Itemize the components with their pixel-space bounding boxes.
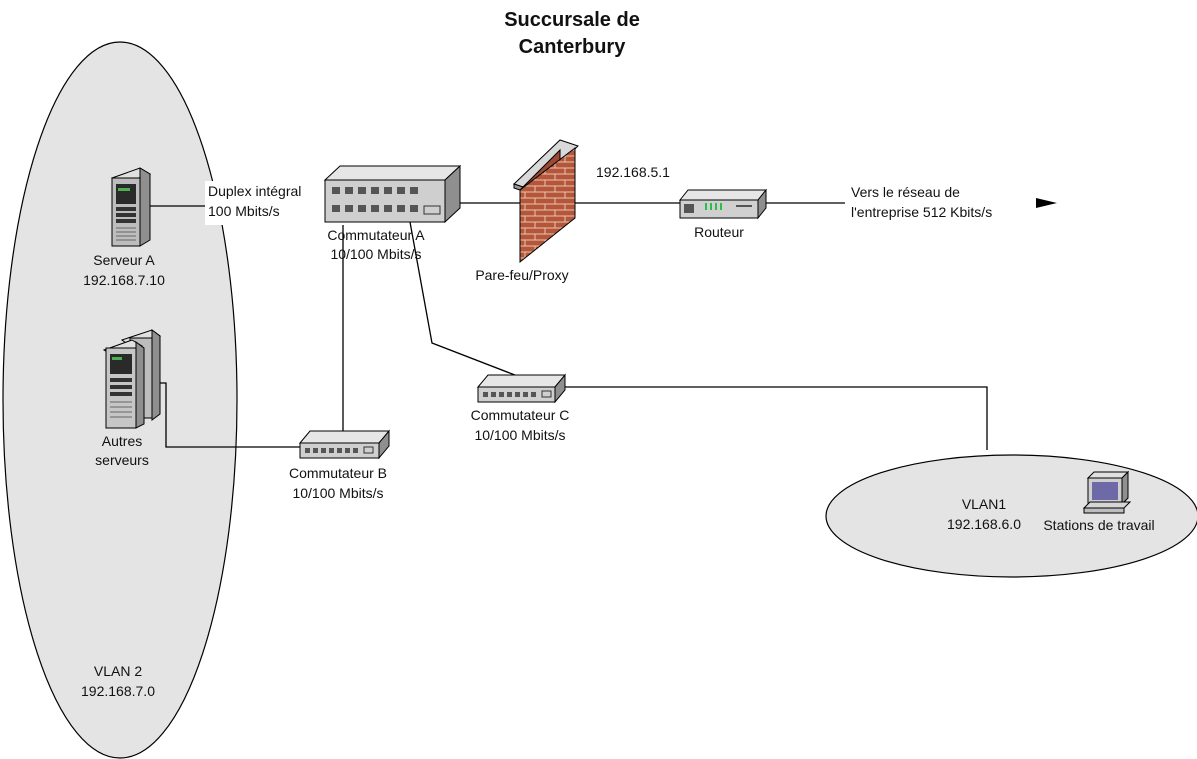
link-switch-c-vlan1: [565, 387, 987, 450]
other-servers-label-line1: Autres: [102, 433, 142, 449]
firewall-name: Pare-feu/Proxy: [475, 267, 568, 283]
vlan2-name: VLAN 2: [94, 663, 142, 679]
link-switch-a-switch-c: [410, 222, 520, 377]
diagram-title-line1: Succursale de: [504, 9, 640, 31]
vlan1-name: VLAN1: [962, 496, 1007, 512]
server-link-label-line1: Duplex intégral: [208, 183, 301, 199]
workstation-computer-icon: [1084, 472, 1130, 513]
vlan2-subnet: 192.168.7.0: [81, 683, 155, 699]
router-name: Routeur: [694, 224, 744, 240]
router-ip: 192.168.5.1: [596, 164, 670, 180]
server-a-name: Serveur A: [93, 252, 155, 268]
diagram-title-line2: Canterbury: [519, 36, 627, 58]
other-servers-label-line2: serveurs: [95, 452, 149, 468]
workstations-label: Stations de travail: [1043, 517, 1154, 533]
router-icon: [680, 190, 766, 218]
switch-c-icon: [478, 375, 565, 402]
switch-c-speed: 10/100 Mbits/s: [474, 427, 565, 443]
server-link-label-line2: 100 Mbits/s: [208, 203, 280, 219]
wan-label-line1: Vers le réseau de: [851, 184, 960, 200]
switch-b-speed: 10/100 Mbits/s: [292, 485, 383, 501]
switch-a-speed: 10/100 Mbits/s: [330, 246, 421, 262]
server-a-ip: 192.168.7.10: [83, 272, 165, 288]
network-links: [148, 198, 1057, 450]
switch-b-name: Commutateur B: [289, 465, 387, 481]
wan-label-line2: l'entreprise 512 Kbits/s: [851, 204, 992, 220]
firewall-brick-wall-icon: [514, 140, 578, 262]
switch-a-name: Commutateur A: [327, 227, 425, 243]
switch-c-name: Commutateur C: [471, 407, 570, 423]
vlan1-subnet: 192.168.6.0: [947, 516, 1021, 532]
switch-a-icon: [325, 166, 460, 222]
server-a-icon: [112, 168, 150, 246]
switch-b-icon: [300, 431, 389, 458]
arrow-head-icon: [1036, 198, 1057, 208]
